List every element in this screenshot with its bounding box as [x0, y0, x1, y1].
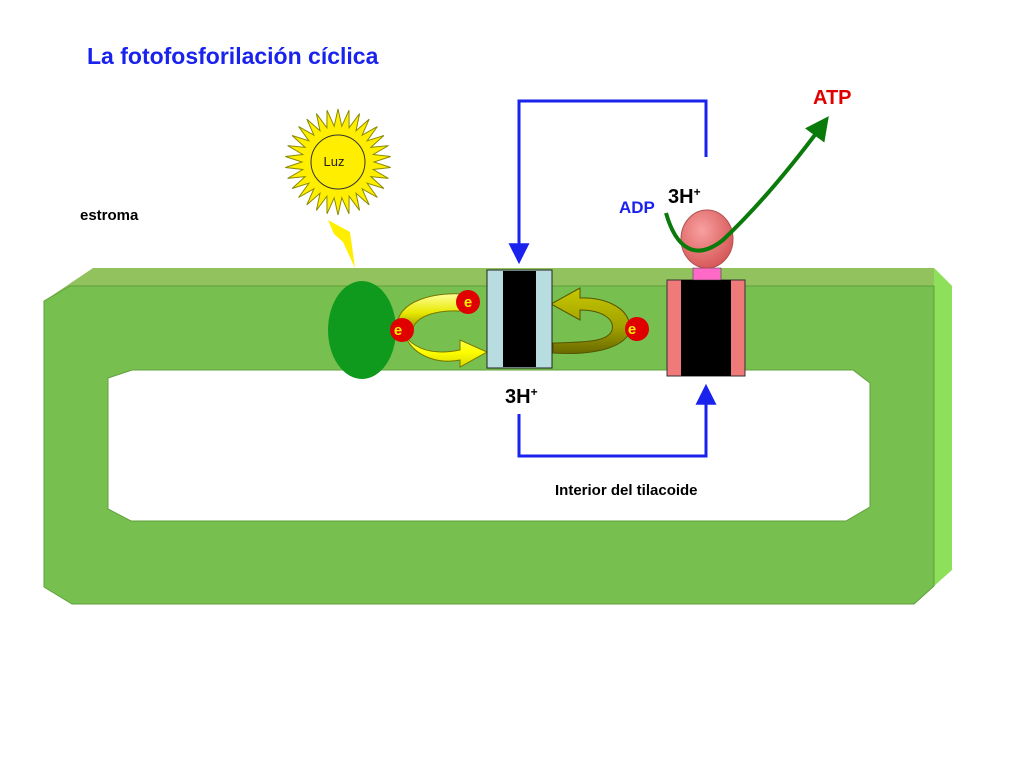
sun-icon: Luz	[285, 108, 391, 268]
protons-lumen-charge: +	[530, 385, 538, 399]
thylakoid-interior-label: Interior del tilacoide	[555, 482, 698, 499]
atp-synthase-head	[680, 209, 734, 269]
proton-path-bottom	[517, 383, 717, 458]
sun-core	[310, 134, 366, 190]
protons-stroma-charge: +	[693, 185, 701, 199]
cytochrome-core	[503, 271, 536, 367]
page-title: La fotofosforilación cíclica	[87, 43, 379, 69]
electron-2: e	[390, 318, 414, 342]
protons-stroma-label: 3H+	[668, 186, 701, 207]
proton-paths	[508, 99, 717, 458]
atp-synthase-stalk	[692, 267, 722, 281]
stroma-label: estroma	[80, 207, 139, 224]
proton-path-top	[508, 99, 708, 265]
atp-label: ATP	[813, 87, 852, 109]
protons-stroma-text: 3H	[668, 186, 694, 208]
light-label: Luz	[324, 154, 345, 169]
photosystem	[328, 281, 396, 379]
right-electron-arrow	[549, 287, 631, 354]
protons-lumen-text: 3H	[505, 386, 531, 408]
electron-3: e	[625, 317, 649, 341]
atp-synthase	[666, 209, 746, 377]
electron-1-label: e	[464, 294, 472, 311]
cytochrome-complex	[486, 269, 553, 369]
atp-synthase-channel	[681, 280, 731, 376]
electron-1: e	[456, 290, 480, 314]
light-beam	[328, 220, 355, 268]
electron-3-label: e	[628, 321, 636, 338]
protons-lumen-label: 3H+	[505, 386, 538, 407]
adp-to-atp-arrow	[664, 116, 829, 253]
adp-label: ADP	[619, 198, 655, 217]
electron-2-label: e	[394, 322, 402, 339]
membrane-right-face	[934, 268, 952, 586]
